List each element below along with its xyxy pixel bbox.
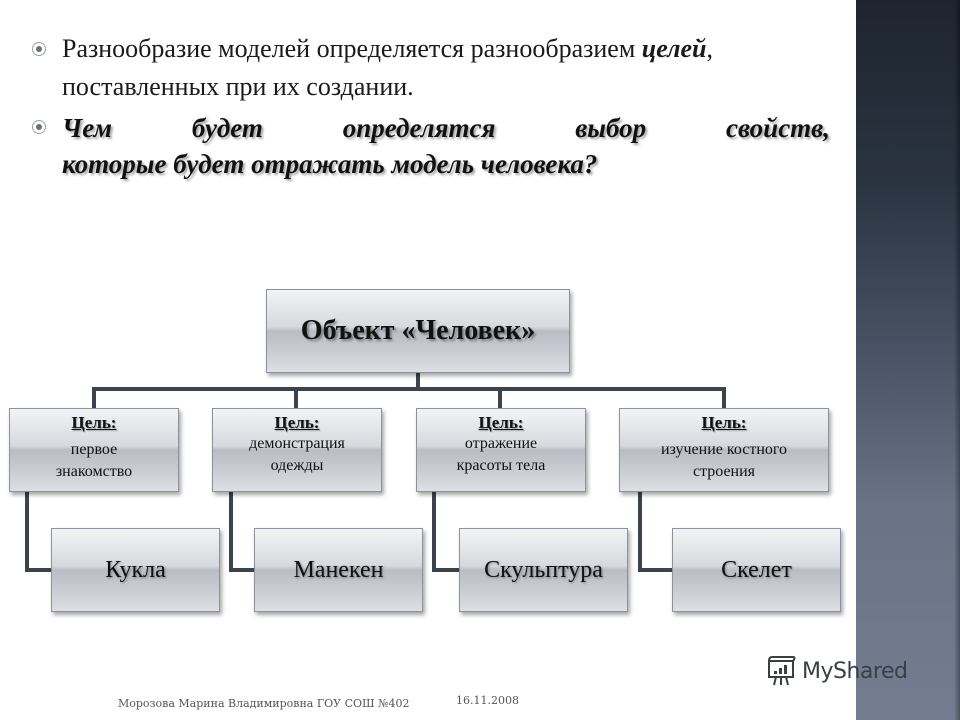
model-node-4: Скелет	[672, 528, 841, 612]
connector-goal-1-up	[92, 387, 96, 409]
bullet-item-2: Чем будет определятся выбор свойств, кот…	[30, 110, 830, 182]
goal-label: Цель:	[478, 413, 524, 432]
goal-node-2: Цель: демонстрация одежды	[212, 408, 382, 492]
model-node-2: Манекен	[254, 528, 423, 612]
model-node-3: Скульптура	[459, 528, 628, 612]
connector-root-down	[416, 373, 420, 389]
connector-model-4-horizontal	[638, 568, 672, 572]
goal-2-line-2: одежды	[270, 457, 324, 474]
connector-model-2-horizontal	[229, 568, 255, 572]
root-node-object-human: Объект «Человек»	[266, 289, 570, 373]
radio-bullet-icon	[32, 42, 46, 56]
goal-node-3: Цель: отражение красоты тела	[416, 408, 586, 492]
radio-bullet-icon	[32, 120, 46, 134]
watermark-text: MyShared	[802, 658, 908, 684]
goal-node-4: Цель: изучение костного строения	[619, 408, 829, 492]
model-2-label: Манекен	[293, 556, 384, 583]
connector-model-2-vertical	[229, 492, 233, 572]
connector-model-1-vertical	[25, 492, 29, 572]
model-3-label: Скульптура	[484, 556, 603, 583]
goal-label: Цель:	[701, 413, 747, 432]
connector-horizontal-bar	[92, 387, 726, 391]
bullet-1-emphasis: целей	[641, 34, 707, 63]
footer-author: Морозова Марина Владимировна ГОУ СОШ №40…	[118, 697, 410, 710]
goal-1-line-1: первое	[70, 441, 118, 458]
bullet-item-1: Разнообразие моделей определяется разноо…	[30, 30, 830, 106]
connector-goal-2-up	[294, 387, 298, 409]
goal-label: Цель:	[71, 413, 117, 432]
connector-goal-3-up	[498, 387, 502, 409]
footer-date: 16.11.2008	[456, 694, 519, 707]
bullet-2-line-1: Чем будет определятся выбор свойств,	[62, 113, 830, 143]
goal-3-line-2: красоты тела	[456, 457, 546, 474]
connector-model-3-horizontal	[432, 568, 460, 572]
model-1-label: Кукла	[105, 556, 166, 583]
hierarchy-diagram: Объект «Человек» Цель: первое знакомство…	[9, 289, 841, 612]
bullet-1-text-after: , поставленных при их создании.	[62, 34, 713, 101]
connector-model-3-vertical	[432, 492, 436, 572]
connector-model-4-vertical	[638, 492, 642, 572]
goal-2-line-1: демонстрация	[249, 435, 345, 452]
presentation-board-icon	[768, 656, 796, 686]
goal-4-line-1: изучение костного	[660, 441, 788, 458]
connector-goal-4-up	[722, 387, 726, 409]
model-node-1: Кукла	[51, 528, 220, 612]
goal-node-1: Цель: первое знакомство	[9, 408, 179, 492]
bullet-1-text-before: Разнообразие моделей определяется разноо…	[62, 34, 642, 63]
watermark: MyShared	[766, 655, 908, 687]
decorative-sidebar	[856, 0, 960, 720]
goal-4-line-2: строения	[692, 463, 756, 480]
bullet-2-line-2: которые будет отражать модель человека?	[62, 149, 598, 179]
goal-3-line-1: отражение	[464, 435, 538, 452]
connector-model-1-horizontal	[25, 568, 51, 572]
goal-1-line-2: знакомство	[55, 463, 133, 480]
bullet-list: Разнообразие моделей определяется разноо…	[30, 30, 830, 182]
root-node-label: Объект «Человек»	[300, 315, 536, 346]
model-4-label: Скелет	[721, 556, 792, 583]
goal-label: Цель:	[274, 413, 320, 432]
